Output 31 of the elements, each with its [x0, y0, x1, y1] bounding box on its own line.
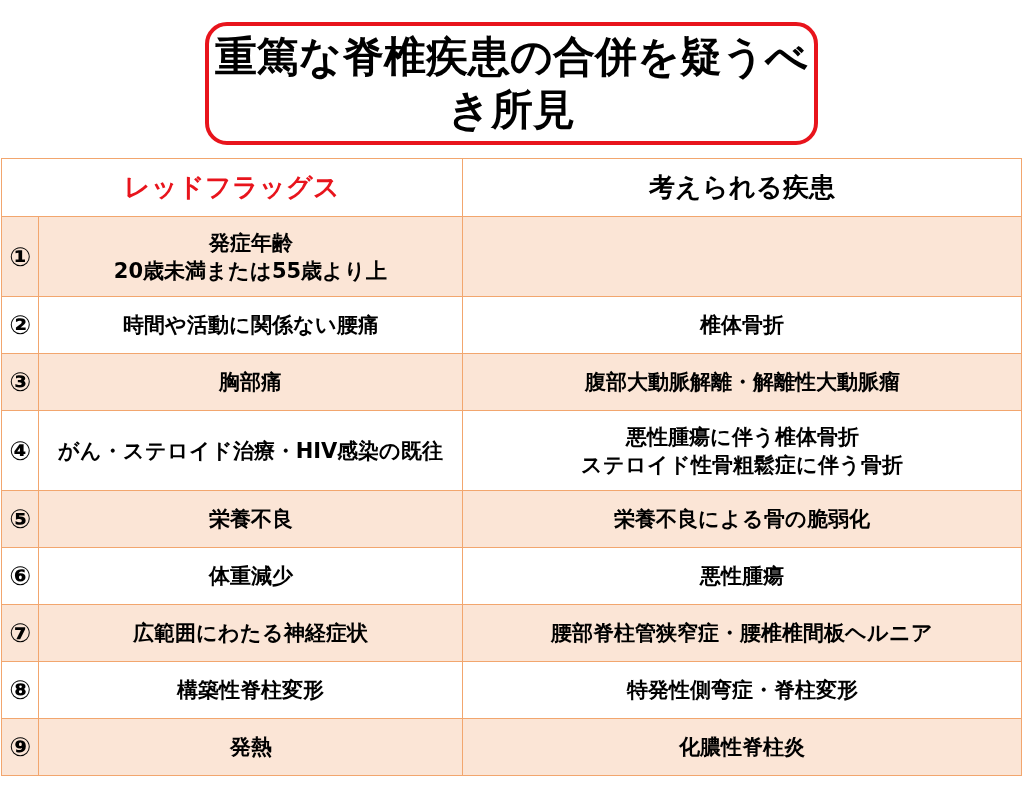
row-number: ③ — [9, 367, 31, 397]
cell-text: 広範囲にわたる神経症状 — [133, 620, 368, 647]
cell-text: 悪性腫瘍 — [700, 563, 784, 590]
cell-text: 悪性腫瘍に伴う椎体骨折 — [625, 423, 859, 451]
cell-text: 栄養不良 — [208, 506, 293, 533]
cell-text: 時間や活動に関係ない腰痛 — [122, 312, 379, 339]
column-header: 考えられる疾患 — [649, 171, 835, 204]
cell-text: 化膿性脊柱炎 — [679, 734, 805, 761]
cell-text: 特発性側弯症・脊柱変形 — [626, 677, 858, 704]
row-number: ⑤ — [9, 504, 31, 534]
cell-text: 発症年齢 — [208, 229, 293, 257]
title: 重篤な脊椎疾患の合併を疑うべき所見 — [205, 22, 818, 145]
cell-text: 20歳未満または55歳より上 — [113, 257, 388, 285]
row-number: ① — [9, 241, 31, 272]
row-number: ⑥ — [9, 561, 31, 591]
cell-text: 構築性脊柱変形 — [177, 677, 324, 704]
cell-text: 椎体骨折 — [700, 312, 784, 339]
row-number: ② — [9, 310, 31, 340]
row-number: ④ — [9, 435, 31, 466]
cell-text: 腹部大動脈解離・解離性大動脈瘤 — [584, 369, 900, 396]
cell-text: ステロイド性骨粗鬆症に伴う骨折 — [581, 451, 903, 479]
cell-text: 腰部脊柱管狭窄症・腰椎椎間板ヘルニア — [551, 620, 933, 647]
cell-text: 発熱 — [229, 734, 272, 761]
cell-text: 栄養不良による骨の脆弱化 — [614, 506, 870, 533]
row-number: ⑦ — [9, 618, 31, 648]
cell-text: 胸部痛 — [219, 369, 282, 396]
column-header: レッドフラッグス — [124, 171, 340, 204]
cell-text: 体重減少 — [208, 563, 293, 590]
row-number: ⑨ — [9, 732, 31, 762]
cell-text: がん・ステロイド治療・HIV感染の既往 — [57, 437, 444, 465]
row-number: ⑧ — [9, 675, 31, 705]
